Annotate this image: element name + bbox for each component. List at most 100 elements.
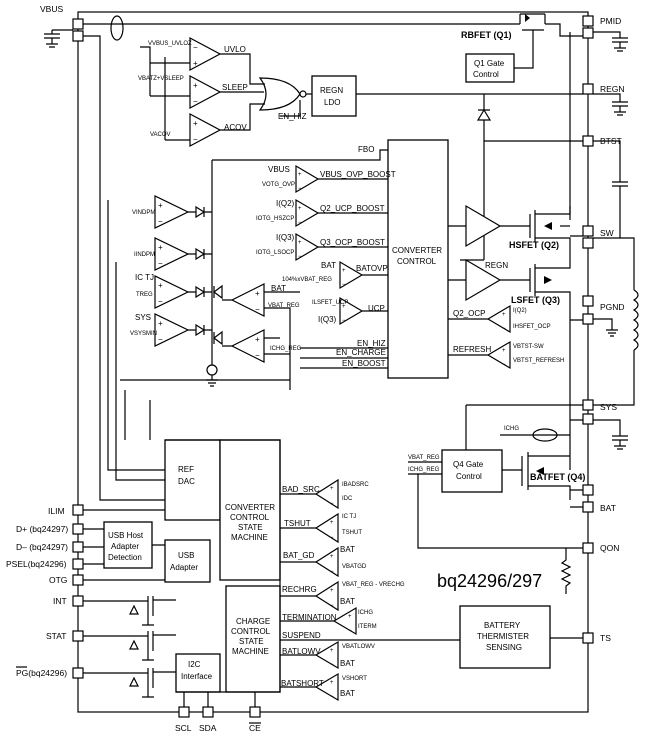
svg-text:−: −	[298, 186, 302, 192]
svg-text:REGN: REGN	[320, 86, 343, 95]
comparator-acov: +− ACOV	[189, 113, 247, 147]
comparator-termination: +−	[332, 606, 357, 636]
nor-gate	[258, 77, 307, 111]
svg-text:Control: Control	[456, 472, 482, 481]
label-iq2-ocp: I(Q2)	[513, 308, 527, 314]
svg-text:+: +	[255, 289, 260, 298]
label-ic-tj: IC TJ	[135, 273, 154, 282]
label-refresh: REFRESH	[453, 345, 491, 354]
label-en-charge: EN_CHARGE	[336, 348, 386, 357]
label-iq2: I(Q2)	[276, 199, 295, 208]
usb-host-detection-block	[103, 521, 153, 569]
pin-ce: CE	[249, 706, 261, 733]
label-iotg-hszcp: IOTG_HSZCP	[256, 216, 294, 222]
label-q2-ucp-boost: Q2_UCP_BOOST	[320, 204, 385, 213]
label-vindpm: VINDPM	[132, 210, 155, 216]
svg-text:−: −	[158, 259, 163, 268]
svg-text:+: +	[330, 648, 334, 654]
label-iterm: ITERM	[358, 624, 377, 630]
svg-text:+: +	[255, 335, 260, 344]
label-ucp: UCP	[368, 304, 385, 313]
svg-text:THERMISTER: THERMISTER	[477, 632, 529, 641]
svg-text:SENSING: SENSING	[486, 643, 522, 652]
label-tshut: TSHUT	[284, 519, 311, 528]
label-batlowv: BATLOWV	[282, 647, 321, 656]
svg-text:REF: REF	[178, 465, 194, 474]
svg-text:SLEEP: SLEEP	[222, 83, 248, 92]
label-vbatz-vsleep: VBATZ+VSLEEP	[138, 76, 184, 82]
svg-text:MACHINE: MACHINE	[232, 647, 269, 656]
svg-text:+: +	[330, 680, 334, 686]
svg-text:CONTROL: CONTROL	[230, 513, 270, 522]
pin-int: INT	[53, 595, 84, 607]
label-iotg-lsocp: IOTG_LSOCP	[256, 250, 294, 256]
pin-ts: TS	[582, 632, 611, 644]
rbfet-q1	[519, 13, 583, 50]
pin-ilim: ILIM	[48, 504, 84, 516]
label-vbat-reg-cmp: VBAT_REG	[268, 303, 300, 309]
svg-text:−: −	[330, 569, 334, 575]
pin-dplus: D+ (bq24297)	[16, 523, 84, 535]
svg-text:CONVERTER: CONVERTER	[225, 503, 275, 512]
comparator-batlowv: +−	[314, 640, 339, 670]
pin-otg-label: OTG	[49, 575, 67, 585]
svg-text:STATE: STATE	[239, 637, 264, 646]
pin-qon: QON	[582, 542, 619, 554]
pin-int-label: INT	[53, 596, 67, 606]
converter-control-block	[387, 139, 449, 379]
label-termination: TERMINATION	[282, 613, 337, 622]
comparator-tj: +−	[154, 275, 190, 309]
pin-sw-label: SW	[600, 228, 614, 238]
label-vbus-ovp-boost: VBUS_OVP_BOOST	[320, 170, 396, 179]
svg-text:−: −	[255, 305, 260, 314]
comparator-sleep: +− SLEEP	[189, 75, 248, 109]
svg-text:+: +	[158, 201, 163, 210]
svg-text:Interface: Interface	[181, 672, 213, 681]
svg-text:STATE: STATE	[238, 523, 263, 532]
svg-text:BATTERY: BATTERY	[484, 621, 521, 630]
pin-pg-label: PG(bq24296)	[16, 668, 67, 678]
label-ic-tj-low: IC TJ	[342, 514, 356, 520]
svg-text:+: +	[158, 243, 163, 252]
label-bad-src: BAD_SRC	[282, 485, 320, 494]
label-tshut-ref: TSHUT	[342, 530, 362, 536]
pin-sw: SW	[582, 225, 614, 249]
label-votg-ovp: VOTG_OVP	[262, 182, 295, 188]
label-ihsfet-ocp: IHSFET_OCP	[513, 324, 551, 330]
label-vbat-reg-q4: VBAT_REG	[408, 455, 440, 461]
pin-qon-label: QON	[600, 543, 619, 553]
pin-psel-label: PSEL(bq24296)	[6, 559, 67, 569]
pin-sys-label: SYS	[600, 402, 617, 412]
label-iq3-ucp: I(Q3)	[318, 315, 337, 324]
svg-text:Control: Control	[473, 70, 499, 79]
svg-text:+: +	[298, 206, 302, 212]
svg-text:+: +	[193, 119, 198, 128]
label-treg: TREG	[136, 292, 153, 298]
pin-vbus-label: VBUS	[40, 4, 63, 14]
svg-text:−: −	[330, 694, 334, 700]
svg-text:Detection: Detection	[108, 553, 142, 562]
label-ichg-reg-cmp: ICHG_REG	[270, 346, 302, 352]
pin-regn-label: REGN	[600, 84, 625, 94]
svg-text:−: −	[330, 603, 334, 609]
svg-text:+: +	[502, 312, 506, 318]
pin-pgnd: PGND	[582, 295, 625, 325]
label-bat-gd: BAT_GD	[283, 551, 315, 560]
pin-regn: REGN	[582, 83, 625, 95]
hsfet-q2	[529, 206, 571, 250]
comparator-batshort: +−	[314, 672, 339, 702]
pin-pgnd-label: PGND	[600, 302, 625, 312]
label-vbus-cmp: VBUS	[268, 165, 290, 174]
comparator-sysmin: +−	[154, 313, 190, 347]
lsfet-label: LSFET (Q3)	[511, 295, 560, 305]
svg-text:−: −	[158, 297, 163, 306]
svg-text:+: +	[330, 520, 334, 526]
svg-text:−: −	[330, 662, 334, 668]
label-iindpm: IINDPM	[134, 252, 155, 258]
converter-sm-block	[219, 439, 281, 581]
label-bat-rechrg: BAT	[340, 597, 355, 606]
q4-gate-control-block	[441, 449, 503, 493]
part-number: bq24296/297	[437, 571, 542, 591]
label-ichg-reg-q4: ICHG_REG	[408, 467, 440, 473]
